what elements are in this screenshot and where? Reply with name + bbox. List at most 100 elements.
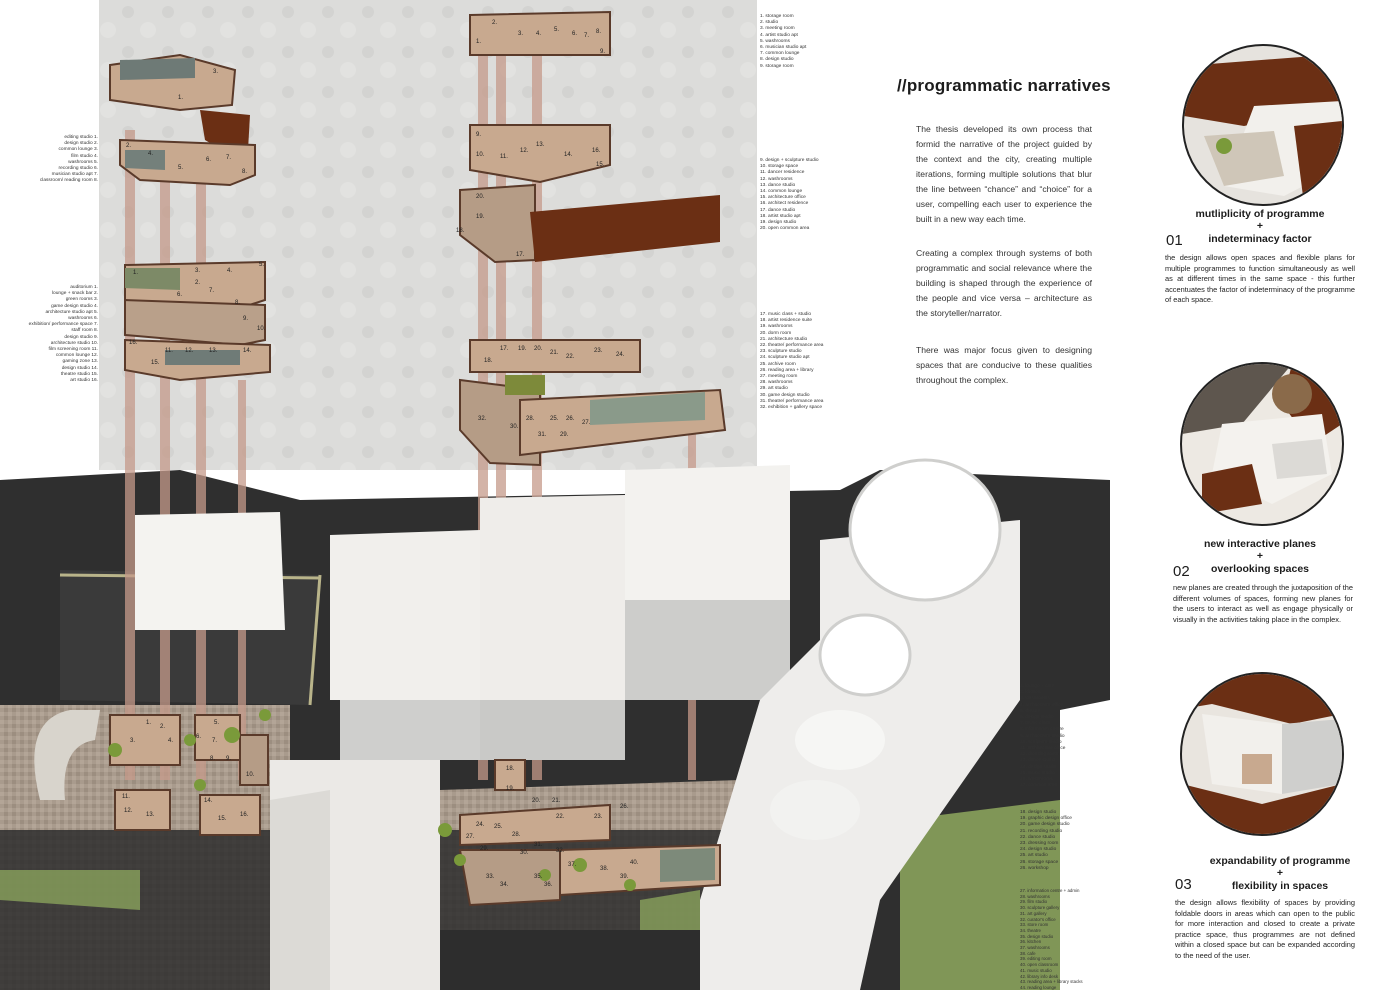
legend-item: green rooms 3.	[65, 297, 98, 303]
legend-item: 19. design studio	[760, 220, 797, 226]
room-number: 25.	[494, 824, 503, 830]
ground-plans	[109, 714, 721, 907]
room-number: 4.	[536, 31, 542, 37]
room-number: 25.	[550, 416, 559, 422]
legend-item: 27. information centre + admin	[1020, 888, 1080, 893]
plan-labels-ground-left: 1. 2. 3. 4. 5. 6. 7. 8. 9. 10. 11. 12. 1…	[110, 716, 270, 836]
room-number: 10.	[476, 152, 485, 158]
room-number: 28.	[512, 832, 521, 838]
room-number: 22.	[556, 814, 565, 820]
legend-item: 11. dancer residence	[760, 170, 805, 176]
room-number: 15.	[596, 162, 605, 168]
room-number: 38.	[600, 866, 609, 872]
room-number: 9.	[243, 316, 249, 322]
plan-labels-mid-left: 1. 2. 3. 4. 5. 6. 7. 8. 9. 10. 11. 12. 1…	[125, 262, 275, 377]
room-number: 29.	[560, 432, 569, 438]
concept-plus: +	[1256, 550, 1264, 562]
legend-item: 3. washrooms	[1020, 696, 1050, 702]
room-number: 26.	[566, 416, 575, 422]
room-number: 18.	[506, 766, 515, 772]
legend-item: 4. artist studio apt	[760, 32, 798, 38]
room-number: 14.	[243, 348, 252, 354]
concept-2-image	[1180, 362, 1344, 526]
legend-item: exhibition/ performance space 7.	[28, 322, 98, 328]
room-number: 37.	[568, 862, 577, 868]
room-number: 17.	[500, 346, 509, 352]
room-number: 31.	[538, 432, 547, 438]
concept-1-description: the design allows open spaces and flexib…	[1165, 253, 1355, 305]
room-number: 21.	[550, 350, 559, 356]
room-number: 5.	[178, 165, 184, 171]
room-number: 17.	[516, 252, 525, 258]
room-number: 3.	[518, 31, 524, 37]
legend-center-low: 17. music class + studio 18. artist resi…	[760, 312, 823, 411]
concept-title-line: new interactive planes	[1203, 538, 1317, 550]
concept-title-line: indeterminacy factor	[1208, 233, 1312, 245]
room-number: 21.	[552, 798, 561, 804]
room-number: 11.	[165, 348, 173, 354]
legend-item: 32. exhibition + gallery space	[760, 405, 822, 411]
legend-item: 9. architecture studio	[1020, 733, 1065, 739]
room-number: 11.	[122, 794, 130, 800]
room-number: 8.	[210, 756, 216, 762]
room-number: 14.	[204, 798, 213, 804]
room-number: 9.	[600, 49, 606, 55]
concept-2-title: new interactive planes + overlooking spa…	[1180, 538, 1340, 575]
room-number: 7.	[226, 155, 232, 161]
legend-item: 27. meeting room	[760, 374, 798, 380]
legend-item: 25. art studio	[1020, 853, 1048, 859]
concept-2-number: 02	[1173, 563, 1190, 580]
trees	[108, 709, 636, 891]
legend-item: architecture studio 10.	[50, 340, 98, 346]
concept-1-image	[1182, 44, 1344, 206]
legend-item: theatre studio 15.	[60, 371, 98, 377]
road-curve	[34, 710, 100, 800]
legend-item: 43. reading area + library stacks	[1020, 979, 1083, 985]
room-number: 8.	[596, 29, 602, 35]
legend-item: 34. theatre	[1020, 927, 1041, 933]
room-number: 40.	[630, 860, 639, 866]
room-number: 3.	[213, 69, 219, 75]
legend-item: film screening room 11.	[48, 347, 99, 353]
concept-plus: +	[1276, 867, 1284, 879]
room-number: 1.	[133, 270, 139, 276]
legend-item: 1. lounge + cafe	[1020, 684, 1055, 689]
legend-item: 24. design studio	[1020, 847, 1057, 853]
legend-item: design studio 14.	[61, 365, 98, 371]
room-number: 2.	[126, 143, 132, 149]
concept-title-line: overlooking spaces	[1210, 563, 1310, 575]
legend-item: 20. game design studio	[1020, 822, 1070, 828]
legend-item: 35. design studio	[1020, 933, 1054, 939]
room-number: 33.	[486, 874, 495, 880]
legend-item: 1. storage room	[760, 14, 794, 19]
legend-item: classroom/ reading room 8.	[39, 178, 98, 184]
plan-labels-upper-left: 3. 1. 2. 4. 5. 6. 7. 8.	[118, 65, 268, 185]
legend-item: 8. information centre	[1020, 727, 1064, 733]
room-number: 2.	[160, 724, 166, 730]
legend-item: lounge + snack bar 2.	[51, 291, 98, 297]
legend-item: 32. curator's office	[1020, 916, 1056, 922]
narrative-paragraph-1: The thesis developed its own process tha…	[916, 124, 1092, 224]
legend-item: 24. sculpture studio apt	[760, 355, 810, 361]
legend-item: 26. reading area + library	[760, 367, 814, 373]
legend-item: 3. meeting room	[760, 26, 795, 32]
legend-item: 8. design studio	[760, 57, 794, 63]
legend-item: 29. film studio	[1020, 899, 1048, 905]
legend-item: art studio 16.	[70, 378, 98, 384]
legend-item: architecture studio apt 5.	[45, 309, 98, 315]
legend-item: game design studio 4.	[51, 303, 98, 309]
room-number: 19.	[506, 786, 515, 792]
legend-item: 23. dressing room	[1020, 841, 1059, 847]
legend-item: 20. dorm room	[760, 330, 792, 336]
legend-item: 18. artist residence suite	[760, 318, 812, 324]
room-number: 7.	[212, 738, 218, 744]
room-number: 16.	[129, 340, 138, 346]
plan-labels-low-center: 17. 18. 19. 20. 21. 22. 23. 24. 25. 26. …	[470, 342, 720, 457]
concept-plus: +	[1256, 220, 1264, 232]
legend-item: 21. recording studio	[1020, 828, 1063, 834]
room-number: 36.	[544, 882, 553, 888]
room-number: 13.	[536, 142, 545, 148]
legend-item: 16. washrooms	[1020, 777, 1053, 783]
room-number: 5.	[214, 720, 220, 726]
